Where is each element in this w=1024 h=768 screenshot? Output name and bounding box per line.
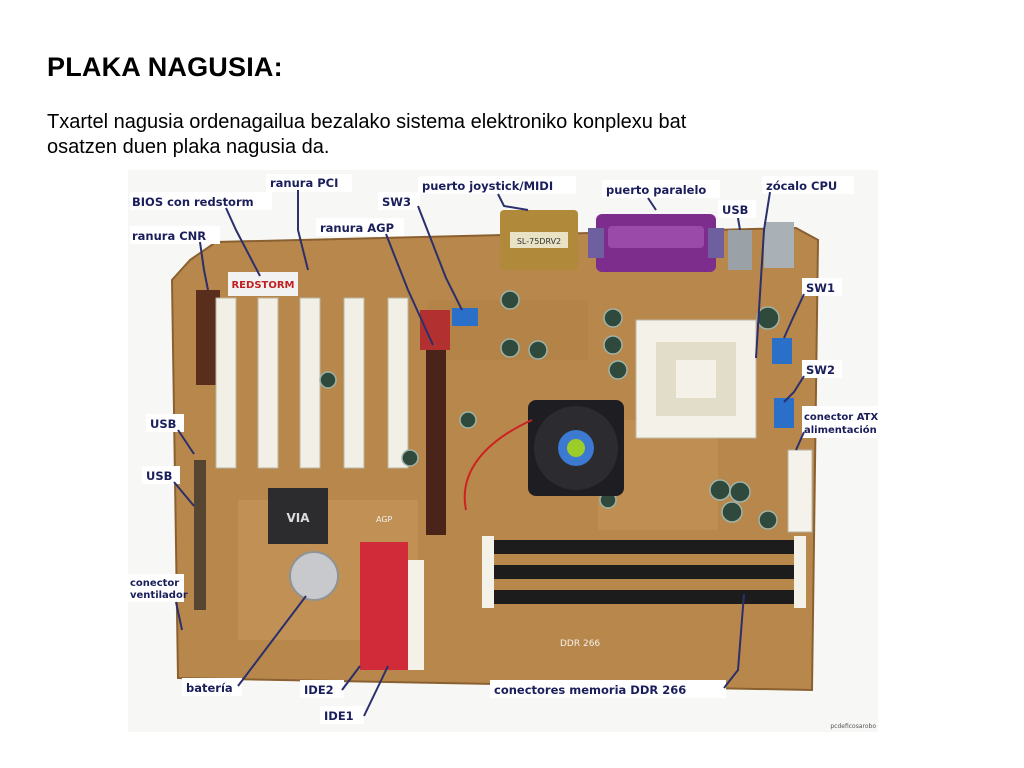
callout-sw3: SW3 <box>378 192 420 210</box>
front-panel-headers <box>194 460 206 610</box>
chipset-fan <box>528 400 624 496</box>
label-bios: BIOS con redstorm <box>132 195 254 209</box>
fan-cable <box>463 419 533 511</box>
sw2-switch <box>774 398 794 428</box>
label-ide1: IDE1 <box>324 709 354 723</box>
ddr-marking: DDR 266 <box>560 639 600 649</box>
capacitors <box>319 290 780 530</box>
callout-leader-lines <box>173 190 805 717</box>
callout-zocalo-cpu: zócalo CPU <box>762 176 854 194</box>
label-bateria: batería <box>186 681 233 695</box>
callout-ddr: conectores memoria DDR 266 <box>490 680 726 698</box>
label-sw3: SW3 <box>382 195 411 209</box>
agp-marking: AGP <box>376 515 393 524</box>
callout-paralelo: puerto paralelo <box>602 180 720 198</box>
callout-ventilador: conector ventilador <box>128 574 188 602</box>
agp-slot: AGP <box>376 310 450 535</box>
redstorm-logo: REDSTORM <box>231 280 294 291</box>
label-ventilador-line1: conector <box>130 578 179 589</box>
label-paralelo: puerto paralelo <box>606 183 706 197</box>
label-ventilador-line2: ventilador <box>130 590 188 601</box>
label-sw1: SW1 <box>806 281 835 295</box>
ide-connectors <box>360 542 424 670</box>
usb-port-stack <box>728 222 794 270</box>
cpu-socket <box>635 319 757 439</box>
label-atx-line2: alimentación <box>804 424 877 436</box>
bios-chip: REDSTORM <box>228 272 298 296</box>
southbridge-chip: VIA <box>268 488 328 544</box>
label-ranura-cnr: ranura CNR <box>132 229 206 243</box>
label-usb-left-2: USB <box>146 469 172 483</box>
callout-ranura-cnr: ranura CNR <box>130 226 220 244</box>
callout-joystick: puerto joystick/MIDI <box>418 176 576 194</box>
slide-body-text: Txartel nagusia ordenagailua bezalako si… <box>47 111 687 158</box>
callout-ranura-pci: ranura PCI <box>266 174 352 192</box>
joystick-midi-port: SL-75DRV2 <box>500 210 578 270</box>
callout-ide2: IDE2 <box>300 680 344 698</box>
label-joystick: puerto joystick/MIDI <box>422 179 553 193</box>
sw1-switch <box>772 338 792 364</box>
callout-ranura-agp: ranura AGP <box>316 218 404 236</box>
label-usb-top: USB <box>722 203 748 217</box>
ddr-memory-slots: DDR 266 <box>482 536 806 649</box>
label-sw2: SW2 <box>806 363 835 377</box>
label-ranura-agp: ranura AGP <box>320 221 394 235</box>
label-ddr: conectores memoria DDR 266 <box>494 683 686 697</box>
slide-title: PLAKA NAGUSIA: <box>47 52 283 82</box>
chip-marking: SL-75DRV2 <box>517 237 561 246</box>
label-ranura-pci: ranura PCI <box>270 176 338 190</box>
pci-slots <box>215 297 409 469</box>
parallel-port <box>588 214 724 272</box>
callout-bateria: batería <box>182 678 242 696</box>
label-ide2: IDE2 <box>304 683 334 697</box>
callout-sw2: SW2 <box>802 360 842 378</box>
callout-usb-left-1: USB <box>146 414 184 432</box>
callout-usb-left-2: USB <box>142 466 180 484</box>
cmos-battery <box>289 551 339 601</box>
callout-sw1: SW1 <box>802 278 842 296</box>
photo-credit: pcdeficosarobo <box>830 723 876 730</box>
sw3-switch <box>452 308 478 326</box>
motherboard-photo: SL-75DRV2 REDSTORM AGP <box>128 170 878 732</box>
label-zocalo-cpu: zócalo CPU <box>766 179 837 193</box>
callout-usb-top: USB <box>718 200 756 218</box>
svg-text:VIA: VIA <box>286 511 310 525</box>
label-atx-line1: conector ATX <box>804 412 878 423</box>
callout-ide1: IDE1 <box>320 706 364 724</box>
callout-bios: BIOS con redstorm <box>130 192 272 210</box>
label-usb-left-1: USB <box>150 417 176 431</box>
atx-power-connector <box>787 449 813 533</box>
callout-atx: conector ATX alimentación <box>802 406 878 438</box>
